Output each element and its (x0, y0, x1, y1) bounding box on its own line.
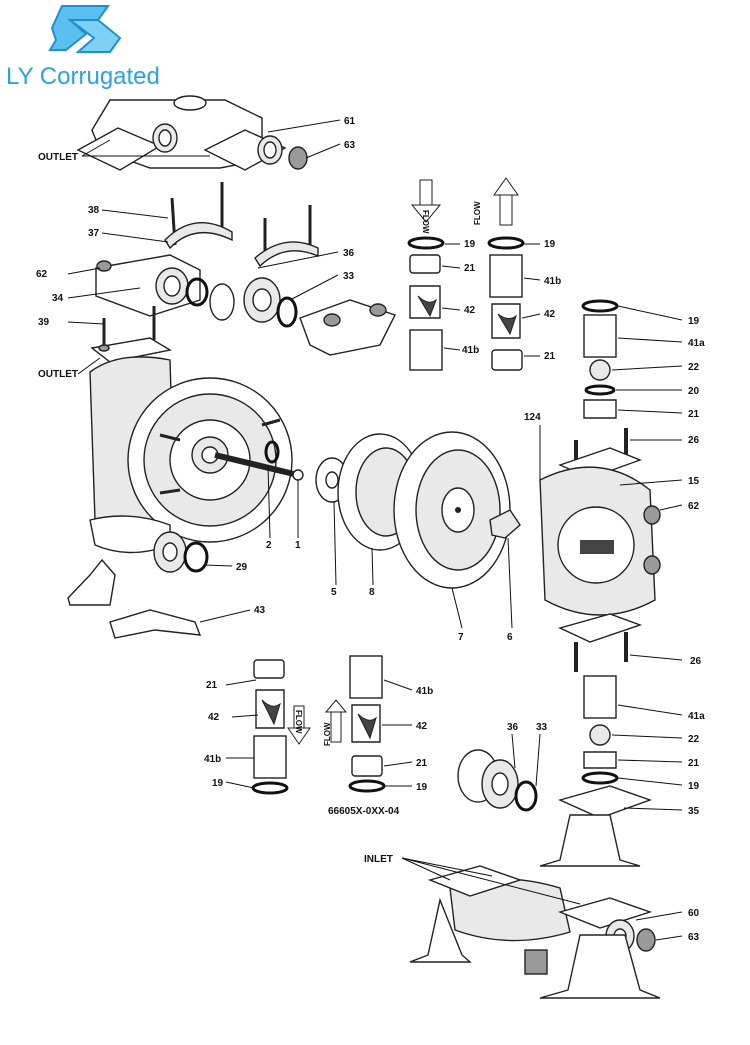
label-19-col1: 19 (464, 239, 476, 250)
label-124: 124 (524, 412, 541, 423)
label-60: 60 (688, 908, 700, 919)
flow-label-4: FLOW (323, 722, 332, 746)
outlet-flange-studs (90, 306, 172, 363)
clamp-bolts (164, 182, 319, 268)
label-26-bottom: 26 (690, 656, 702, 667)
label-2: 2 (266, 540, 272, 551)
label-outlet-mid: OUTLET (38, 369, 78, 380)
label-21-right-top: 21 (688, 409, 700, 420)
label-21-lower-2: 21 (416, 758, 428, 769)
label-41b-col2: 41b (544, 276, 561, 287)
label-41a-right-bottom: 41a (688, 711, 705, 722)
label-22-right-top: 22 (688, 362, 700, 373)
brand-name: LY Corrugated (6, 63, 160, 90)
label-22-right-bottom: 22 (688, 734, 700, 745)
diaphragm-assembly (315, 431, 521, 589)
model-number: 66605X-0XX-04 (328, 806, 400, 817)
label-outlet-top: OUTLET (38, 152, 78, 163)
label-62-left: 62 (36, 269, 48, 280)
label-41b-lower: 41b (204, 754, 221, 765)
flow-label-1: FLOW (421, 210, 430, 234)
label-1: 1 (295, 540, 301, 551)
label-38: 38 (88, 205, 100, 216)
label-63-bottom: 63 (688, 932, 700, 943)
label-36-top: 36 (343, 248, 355, 259)
label-19-right: 19 (688, 316, 700, 327)
label-20: 20 (688, 386, 700, 397)
upper-manifold-section (95, 254, 396, 356)
check-valve-column-1 (407, 179, 445, 371)
label-34: 34 (52, 293, 64, 304)
flow-label-2: FLOW (473, 201, 482, 225)
label-8: 8 (369, 587, 375, 598)
lower-check-column-1 (251, 659, 311, 795)
right-upper-valve-stack (581, 299, 619, 419)
top-outlet-manifold (76, 95, 308, 171)
label-29: 29 (236, 562, 248, 573)
inlet-manifold (409, 749, 661, 999)
label-21-col2: 21 (544, 351, 556, 362)
ly-logo-icon (48, 5, 122, 53)
label-41a-right-top: 41a (688, 338, 705, 349)
label-33-bottom: 33 (536, 722, 548, 733)
label-6: 6 (507, 632, 513, 643)
label-21-right-bottom: 21 (688, 758, 700, 769)
label-39: 39 (38, 317, 50, 328)
label-42-lower: 42 (208, 712, 220, 723)
label-19-right-bottom: 19 (688, 781, 700, 792)
label-19-col2: 19 (544, 239, 556, 250)
label-21-col1: 21 (464, 263, 476, 274)
label-15: 15 (688, 476, 700, 487)
flow-label-3: FLOW (294, 710, 303, 734)
label-43: 43 (254, 605, 266, 616)
left-fluid-cover (67, 356, 304, 606)
label-42-col1: 42 (464, 305, 476, 316)
label-7: 7 (458, 632, 464, 643)
label-41b-col1: 41b (462, 345, 479, 356)
label-42-col2: 42 (544, 309, 556, 320)
label-63-top: 63 (344, 140, 356, 151)
label-5: 5 (331, 587, 337, 598)
check-valve-column-2 (487, 177, 525, 371)
label-33-top: 33 (343, 271, 355, 282)
right-fluid-cover (539, 428, 661, 672)
label-37: 37 (88, 228, 100, 239)
label-inlet: INLET (364, 854, 393, 865)
label-61: 61 (344, 116, 356, 127)
label-35: 35 (688, 806, 700, 817)
label-19-lower-2: 19 (416, 782, 428, 793)
right-lower-valve-stack (581, 675, 619, 785)
label-19-lower: 19 (212, 778, 224, 789)
label-41b-lower-2: 41b (416, 686, 433, 697)
label-21-lower: 21 (206, 680, 218, 691)
lower-check-column-2 (324, 655, 386, 793)
bracket-43 (109, 609, 202, 639)
label-26-top: 26 (688, 435, 700, 446)
label-62-right: 62 (688, 501, 700, 512)
label-36-bottom: 36 (507, 722, 519, 733)
label-42-lower-2: 42 (416, 721, 428, 732)
